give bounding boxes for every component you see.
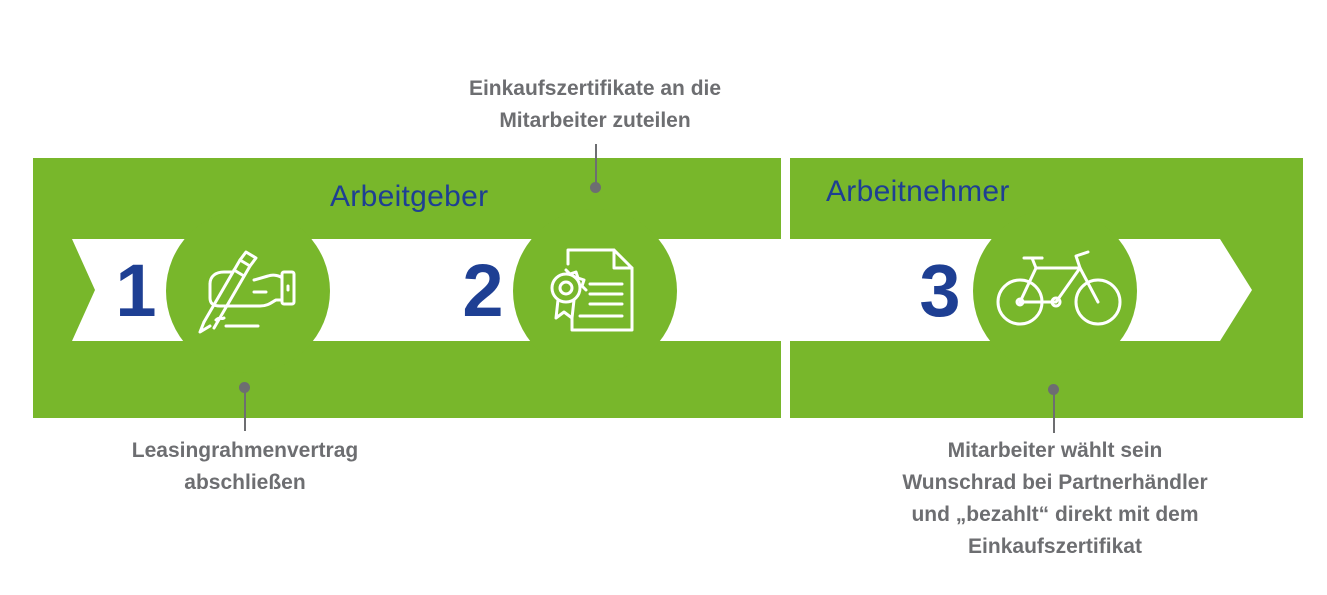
leader-dot-2 — [590, 182, 601, 193]
certificate-document-icon — [550, 248, 634, 332]
leader-line-2 — [595, 144, 597, 187]
step-circle-1 — [166, 209, 330, 373]
callout-3-line-1: Mitarbeiter wählt sein — [947, 439, 1163, 462]
callout-2-line-2: Mitarbeiter zuteilen — [499, 109, 691, 132]
callout-step-1: Leasingrahmenvertrag abschließen — [95, 435, 395, 499]
callout-3-line-2: Wunschrad bei Partnerhändler — [902, 471, 1208, 494]
leader-dot-3 — [1048, 384, 1059, 395]
employer-title: Arbeitgeber — [330, 180, 489, 213]
bicycle-icon — [996, 250, 1122, 326]
callout-1-line-1: Leasingrahmenvertrag — [131, 439, 359, 462]
step-number-2: 2 — [462, 249, 504, 332]
leader-line-3 — [1053, 390, 1055, 433]
callout-2-line-1: Einkaufszertifikate an die — [468, 77, 722, 100]
step-number-3: 3 — [919, 249, 961, 332]
signing-contract-icon — [198, 250, 296, 334]
leader-dot-1 — [239, 382, 250, 393]
step-circle-2 — [513, 209, 677, 373]
callout-step-3: Mitarbeiter wählt sein Wunschrad bei Par… — [875, 435, 1235, 563]
callout-3-line-4: Einkaufszertifikat — [968, 535, 1142, 558]
employee-title: Arbeitnehmer — [826, 175, 1010, 208]
callout-3-line-3: und „bezahlt“ direkt mit dem — [911, 503, 1199, 526]
callout-step-2: Einkaufszertifikate an die Mitarbeiter z… — [430, 73, 760, 137]
leader-line-1 — [244, 388, 246, 431]
callout-1-line-2: abschließen — [184, 471, 306, 494]
step-number-1: 1 — [115, 249, 157, 332]
